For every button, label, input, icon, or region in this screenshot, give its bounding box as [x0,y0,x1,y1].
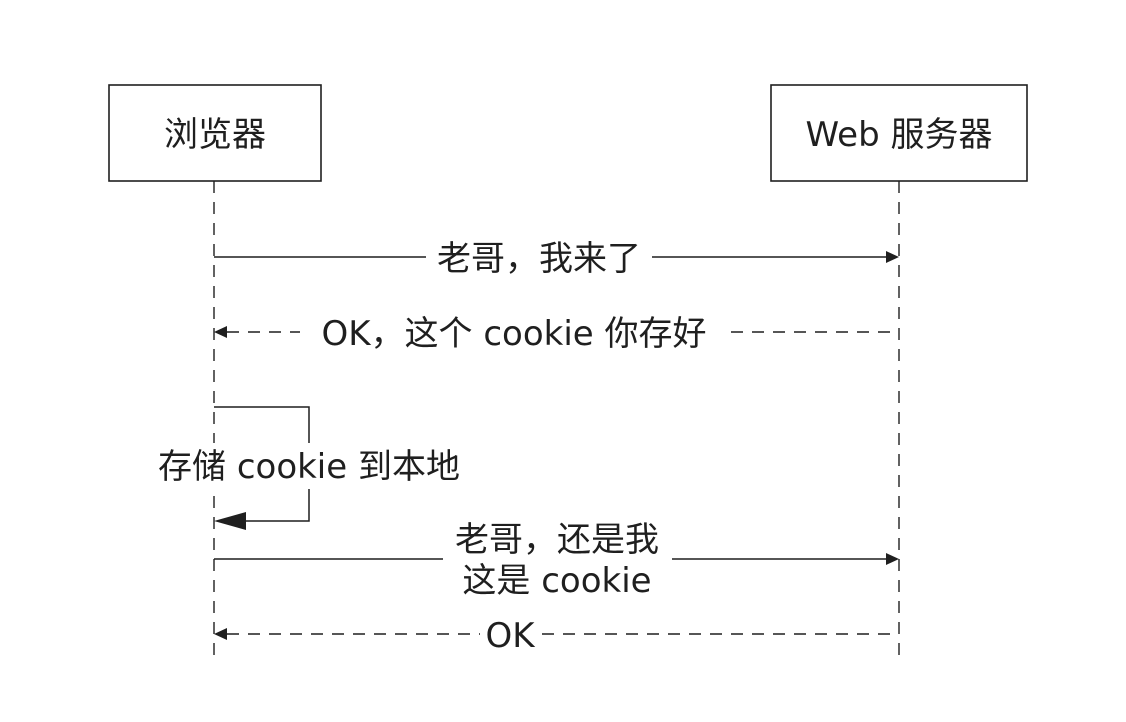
message-request-2-label-line1: 老哥，还是我 [455,520,659,560]
message-self-store: 存储 cookie 到本地 [140,406,478,530]
arrowhead-right-icon [886,251,899,263]
participant-browser: 浏览器 [108,84,322,182]
message-response-2: OK [214,612,899,656]
message-request-2: 老哥，还是我 这是 cookie [214,518,899,601]
message-response-1: OK，这个 cookie 你存好 [214,309,899,355]
participant-server: Web 服务器 [770,84,1028,182]
message-response-2-label: OK [485,616,536,656]
message-request-1: 老哥，我来了 [214,234,899,280]
message-request-1-label: 老哥，我来了 [437,239,641,279]
participant-server-label: Web 服务器 [806,115,993,155]
arrowhead-left-icon [214,628,227,640]
message-request-2-label-line2: 这是 cookie [462,561,651,601]
arrowhead-left-filled-icon [214,512,246,530]
message-response-1-label: OK，这个 cookie 你存好 [321,314,706,354]
arrowhead-left-icon [214,326,227,338]
participant-browser-label: 浏览器 [164,115,266,155]
message-self-store-label: 存储 cookie 到本地 [158,447,460,487]
arrowhead-right-icon [886,553,899,565]
